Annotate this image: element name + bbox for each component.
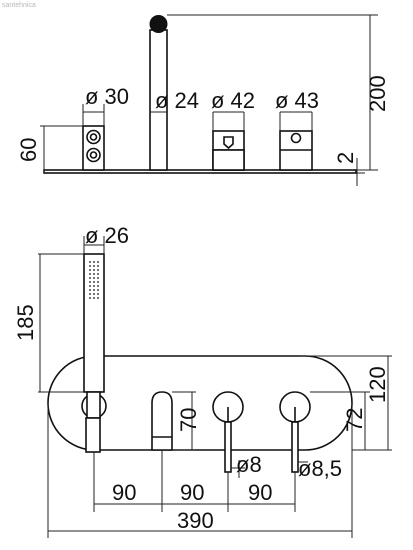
- dim-height-72: 72: [342, 408, 367, 432]
- dim-width-90-first: 90: [112, 480, 136, 505]
- top-dimension-lines: [40, 14, 378, 186]
- dim-height-120: 120: [365, 366, 390, 403]
- dim-diameter-30: ø 30: [85, 84, 129, 109]
- dim-width-90-third: 90: [248, 480, 272, 505]
- dim-height-200: 200: [365, 75, 390, 112]
- dim-height-2: 2: [333, 152, 358, 164]
- top-view: ø 30 ø 24 ø 42 ø 43 200 60 2: [16, 14, 390, 186]
- hand-shower: [81, 253, 107, 453]
- handle-front-1: [212, 391, 244, 473]
- dim-diameter-43: ø 43: [275, 88, 319, 113]
- spout-cap: [149, 15, 168, 33]
- handle-top-1: [212, 130, 245, 171]
- holder-body: [85, 417, 101, 453]
- spout-top: [149, 15, 168, 171]
- watermark: santehnica: [2, 2, 36, 9]
- dim-width-390: 390: [177, 508, 214, 533]
- dim-diameter-8-5: ø8,5: [298, 456, 342, 481]
- handle-front-2: [279, 391, 311, 473]
- diverter-knob-top: [82, 125, 105, 171]
- handle-top-2: [279, 130, 313, 171]
- lever-1: [224, 421, 232, 473]
- dim-diameter-8: ø8: [236, 452, 262, 477]
- dim-height-185: 185: [13, 304, 38, 341]
- front-view: ø 26 185 120 72 70 ø8 ø8,5 90 90 90 390: [13, 223, 392, 538]
- dim-height-70: 70: [176, 408, 201, 432]
- dim-diameter-26: ø 26: [85, 223, 129, 248]
- spout-front: [151, 391, 173, 451]
- front-dimension-lines: [38, 236, 392, 538]
- dim-width-90-second: 90: [180, 480, 204, 505]
- dim-diameter-24: ø 24: [155, 88, 199, 113]
- dim-height-60: 60: [16, 138, 41, 162]
- dim-diameter-42: ø 42: [211, 88, 255, 113]
- shower-nozzles: [89, 261, 99, 299]
